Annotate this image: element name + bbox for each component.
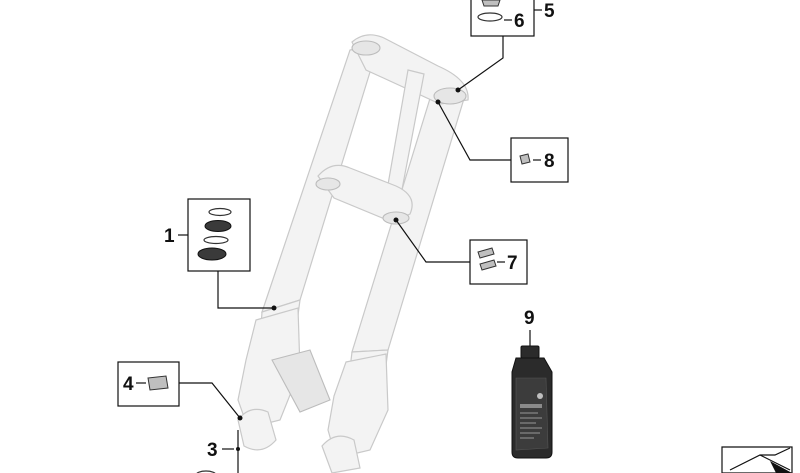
- callout-group-4: 4: [117, 361, 243, 421]
- washer-part-icon: [203, 235, 229, 245]
- callout-label-7: 7: [507, 253, 518, 274]
- callout-group-8: 8: [435, 99, 569, 183]
- callout-group-1: 1: [164, 198, 277, 311]
- callout-group-3: 3: [196, 430, 240, 473]
- o-ring-part-icon: [477, 12, 503, 22]
- cap-part-icon: [481, 0, 501, 7]
- callout-label-4: 4: [123, 374, 134, 395]
- snap-ring-part-icon: [208, 207, 232, 217]
- callout-group-5-6: 6 5: [455, 0, 555, 93]
- parts-diagram-nav-icon[interactable]: [721, 446, 793, 473]
- callout-label-6: 6: [514, 11, 525, 32]
- bolt-part-icon-b: [479, 259, 497, 271]
- callout-label-3: 3: [207, 440, 218, 461]
- fork-oil-bottle-part[interactable]: [511, 345, 553, 459]
- oil-seal-part-icon: [197, 247, 227, 261]
- part-box-1[interactable]: [187, 198, 251, 272]
- washer-part-icon-3: [196, 470, 216, 473]
- screw-part-icon: [519, 153, 531, 165]
- bleed-screw-part-icon: [147, 375, 169, 391]
- callout-label-5: 5: [544, 1, 555, 22]
- callout-group-9: 9 9: [511, 330, 553, 459]
- front-fork-assembly-illustration: [237, 34, 469, 473]
- callout-group-7: 7: [393, 217, 528, 285]
- callout-label-8: 8: [544, 151, 555, 172]
- callout-label-1: 1: [164, 226, 175, 247]
- bolt-part-icon-a: [477, 247, 495, 259]
- dust-seal-part-icon: [204, 220, 232, 232]
